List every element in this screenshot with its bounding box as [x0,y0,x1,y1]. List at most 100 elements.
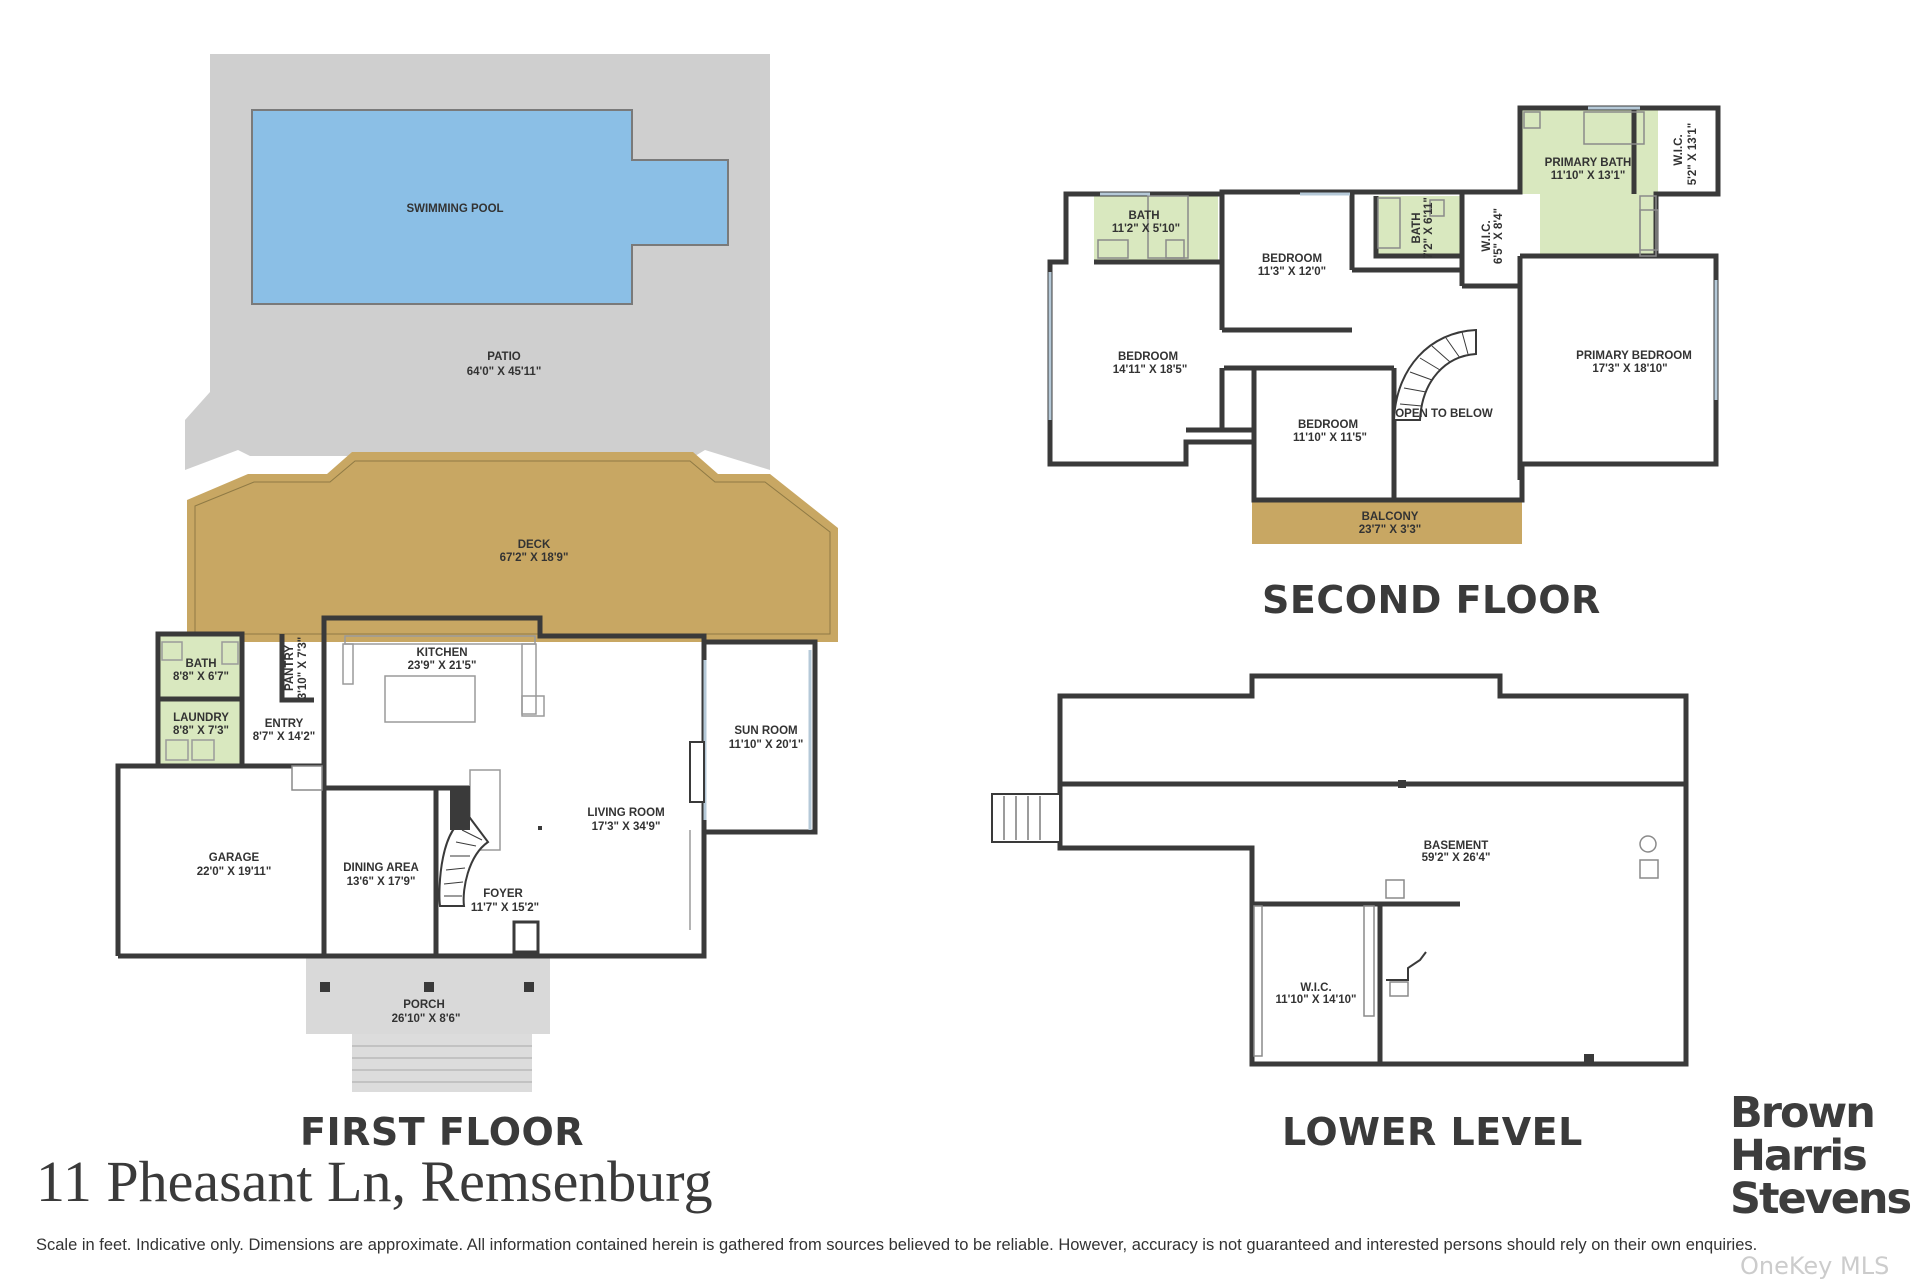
room-dims: 8'8" X 6'7" [173,671,229,683]
stair-wall-block [450,786,470,830]
room-name: OPEN TO BELOW [1395,408,1493,420]
living-center-mark [538,826,542,830]
room-dims: 67'2" X 18'9" [500,552,569,564]
room-dims: 13'6" X 17'9" [347,876,416,888]
laundry-fill [160,700,242,764]
primary-bath-fill [1520,108,1658,256]
brokerage-logo: Brown Harris Stevens [1730,1088,1912,1224]
porch-post [320,982,330,992]
room-dims: 17'3" X 18'10" [1592,363,1667,375]
room-dims: 26'10" X 8'6" [392,1013,461,1025]
porch-step-lines [352,1045,532,1083]
room-dims: 8'8" X 7'3" [173,725,229,737]
lower-level-plan: BASEMENT 59'2" X 26'4" W.I.C. 11'10" X 1… [991,673,1689,1067]
foyer-closet [512,920,540,954]
room-dims: 11'10" X 13'1" [1551,170,1626,182]
room-dims: 11'10" X 11'5" [1293,432,1367,444]
room-dims: 64'0" X 45'11" [467,366,542,378]
room-name: W.I.C. [1300,982,1331,994]
garage-step [291,765,323,791]
room-name: LIVING ROOM [587,807,664,819]
room-name: KITCHEN [416,647,467,659]
first-bath-fill [160,636,242,698]
room-name: BATH [185,658,216,670]
room-dims: 5'2" X 13'1" [1687,123,1699,185]
room-name: SWIMMING POOL [406,203,503,215]
lower-column [1584,1054,1594,1064]
room-dims: 23'7" X 3'3" [1359,524,1421,536]
first-floor-walls [115,615,818,959]
deck-area [187,452,838,642]
stair-treads [443,829,483,897]
first-floor-plan: SWIMMING POOL PATIO 64'0" X 45'11" DECK … [115,54,838,1092]
room-name: BEDROOM [1118,351,1178,363]
balcony-area [1252,500,1522,544]
room-dims: 23'9" X 21'5" [408,660,477,672]
swimming-pool [251,109,729,305]
porch-post [524,982,534,992]
room-dims: 8'7" X 14'2" [253,731,315,743]
exterior-stair-treads [1003,796,1041,840]
second-floor-labels: BATH 11'2" X 5'10" BEDROOM 11'3" X 12'0"… [1112,123,1699,536]
first-floor-title: FIRST FLOOR [300,1110,585,1154]
property-address: 11 Pheasant Ln, Remsenburg [36,1149,713,1214]
room-name: DECK [518,539,551,551]
room-name: PATIO [487,351,520,363]
room-dims: 22'0" X 19'11" [197,866,272,878]
room-name: PANTRY [284,645,296,691]
porch-steps [352,1034,532,1092]
second-floor-title: SECOND FLOOR [1262,578,1601,622]
deck-inner-outline [194,460,831,635]
first-floor-labels: SWIMMING POOL PATIO 64'0" X 45'11" DECK … [173,203,803,1025]
room-name: ENTRY [265,718,304,730]
brand-line: Harris [1730,1131,1868,1181]
room-name: SUN ROOM [734,725,797,737]
room-name: DINING AREA [343,862,419,874]
room-name: BASEMENT [1424,840,1489,852]
fireplace [689,741,705,803]
room-name: BEDROOM [1262,253,1322,265]
room-dims: 14'11" X 18'5" [1113,364,1188,376]
bath-fill [1376,196,1462,256]
lower-column [1398,780,1406,788]
porch-area [306,958,550,1034]
room-dims: 11'7" X 15'2" [471,902,539,914]
first-floor-fixtures [161,635,812,930]
brand-line: Stevens [1730,1174,1912,1224]
room-name: BEDROOM [1298,419,1358,431]
second-floor-fixtures [1048,106,1718,420]
room-dims: 59'2" X 26'4" [1422,852,1491,864]
room-name: W.I.C. [1481,220,1493,251]
bath-fill [1094,194,1218,260]
room-dims: 7'2" X 6'11" [1423,197,1435,259]
room-dims: 11'10" X 14'10" [1276,994,1357,1006]
lower-level-title: LOWER LEVEL [1282,1110,1583,1154]
second-floor-plan: BATH 11'2" X 5'10" BEDROOM 11'3" X 12'0"… [1047,105,1721,544]
disclaimer-text: Scale in feet. Indicative only. Dimensio… [36,1236,1758,1254]
exterior-stair [991,793,1061,843]
room-dims: 17'3" X 34'9" [592,821,661,833]
room-name: GARAGE [209,852,260,864]
foyer-curved-stair [438,816,490,907]
room-name: PRIMARY BATH [1545,157,1632,169]
room-name: W.I.C. [1673,134,1685,165]
room-name: BALCONY [1362,511,1419,523]
room-name: FOYER [483,888,523,900]
room-name: BATH [1128,210,1159,222]
brand-line: Brown [1730,1088,1876,1138]
room-name: PORCH [403,999,445,1011]
room-dims: 11'3" X 12'0" [1258,266,1326,278]
mls-watermark: OneKey MLS [1740,1252,1890,1280]
room-dims: 6'5" X 8'4" [1493,208,1505,264]
upper-stair-treads [1399,331,1469,407]
room-dims: 3'10" X 7'3" [297,637,309,699]
open-to-below-stair [1392,328,1477,421]
lower-level-labels: BASEMENT 59'2" X 26'4" W.I.C. 11'10" X 1… [1276,840,1491,1006]
lower-level-fixtures [1253,835,1659,1057]
room-dims: 11'10" X 20'1" [729,739,804,751]
room-dims: 11'2" X 5'10" [1112,223,1180,235]
room-name: BATH [1411,212,1423,243]
porch-post [424,982,434,992]
lower-level-walls [1057,673,1689,1067]
